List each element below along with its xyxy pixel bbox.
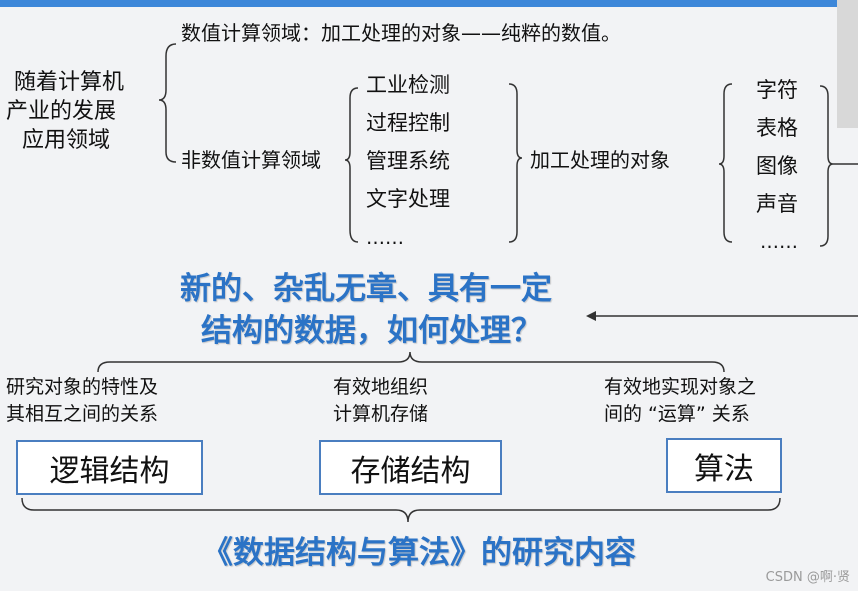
object-type-item: 字符 [756, 78, 798, 102]
aspect-desc-logical-1: 研究对象的特性及 [6, 376, 159, 398]
topic-line-2: 产业的发展 [6, 99, 117, 124]
top-accent-bar [0, 0, 858, 7]
aspect-desc-storage-2: 计算机存储 [333, 403, 429, 425]
application-item: 过程控制 [366, 111, 450, 135]
application-item: 管理系统 [366, 149, 450, 173]
application-item: 文字处理 [366, 187, 450, 211]
aspects-top-brace [97, 351, 725, 373]
aspect-desc-logical-2: 其相互之间的关系 [6, 403, 159, 425]
object-type-item: 表格 [756, 116, 798, 140]
applications-right-brace [508, 83, 523, 243]
aspect-desc-algorithm-1: 有效地实现对象之 [604, 376, 757, 398]
question-arrow-head [586, 311, 596, 321]
domain-brace [158, 43, 177, 163]
topic-line-1: 随着计算机 [14, 70, 125, 95]
logical-structure-box: 逻辑结构 [16, 440, 203, 495]
question-line-2: 结构的数据，如何处理？ [201, 313, 542, 349]
applications-left-brace [344, 87, 359, 243]
question-line-1: 新的、杂乱无章、具有一定 [180, 271, 552, 307]
aspect-desc-algorithm-2: 间的 “运算” 关系 [604, 403, 750, 425]
csdn-watermark: CSDN @啊·贤 [765, 570, 850, 585]
object-type-item: 声音 [756, 192, 798, 216]
objects-label: 加工处理的对象 [530, 148, 670, 172]
nonnumeric-domain-label: 非数值计算领域 [181, 148, 321, 172]
presenter-video-panel [837, 0, 858, 128]
numeric-domain-text: 数值计算领域：加工处理的对象——纯粹的数值。 [181, 21, 621, 45]
application-item: …… [366, 227, 404, 249]
storage-structure-box: 存储结构 [319, 440, 502, 495]
application-item: 工业检测 [366, 73, 450, 97]
objects-right-brace [819, 85, 834, 247]
object-type-item: 图像 [756, 154, 798, 178]
objects-left-brace [718, 83, 733, 243]
object-type-item: …… [760, 231, 798, 253]
conclusion-title: 《数据结构与算法》的研究内容 [202, 535, 636, 571]
aspects-bottom-brace [21, 497, 781, 523]
algorithm-box: 算法 [666, 438, 782, 493]
aspect-desc-storage-1: 有效地组织 [333, 376, 429, 398]
topic-line-3: 应用领域 [22, 128, 111, 153]
